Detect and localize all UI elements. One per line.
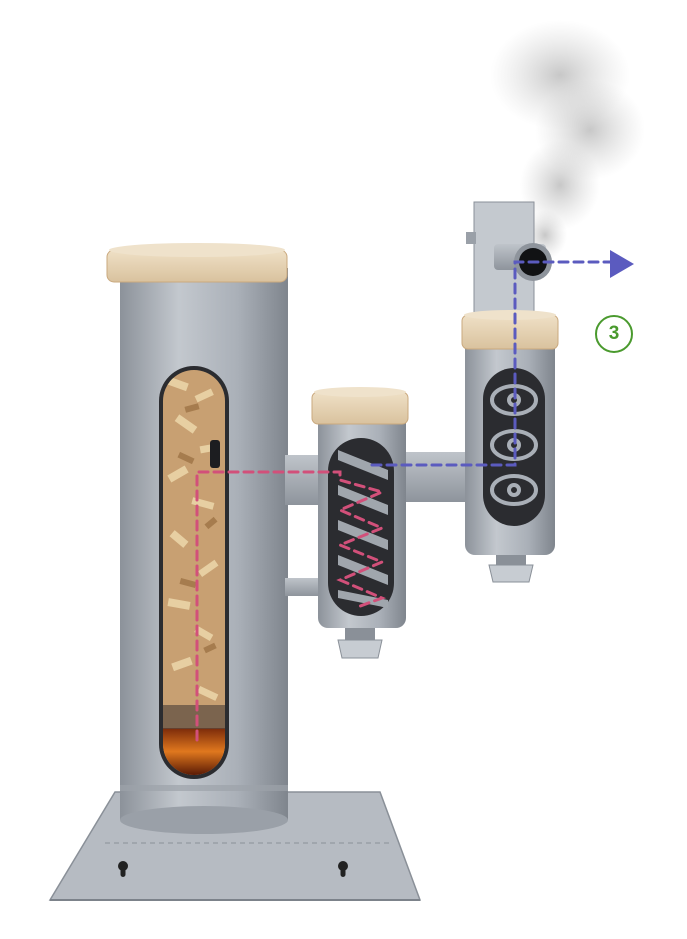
outlet-chamber [461, 201, 559, 583]
middle-chamber-bolt [337, 628, 383, 659]
wood-chips [167, 376, 219, 701]
smoke-flow-path [195, 470, 387, 742]
main-cylinder-wood-cap [106, 243, 288, 283]
outlet-chamber-bolt [488, 555, 534, 583]
middle-chamber-wood-cap [311, 387, 409, 425]
outflow-path [370, 260, 612, 467]
mounting-hole-left-icon [118, 861, 128, 877]
outlet-chamber-wood-cap [461, 310, 559, 350]
fuel-chamber-window [159, 366, 229, 779]
step-number-badge: 3 [595, 315, 633, 353]
cooling-chamber [311, 387, 409, 659]
outflow-arrow-icon [610, 250, 634, 278]
mounting-hole-right-icon [338, 861, 348, 877]
